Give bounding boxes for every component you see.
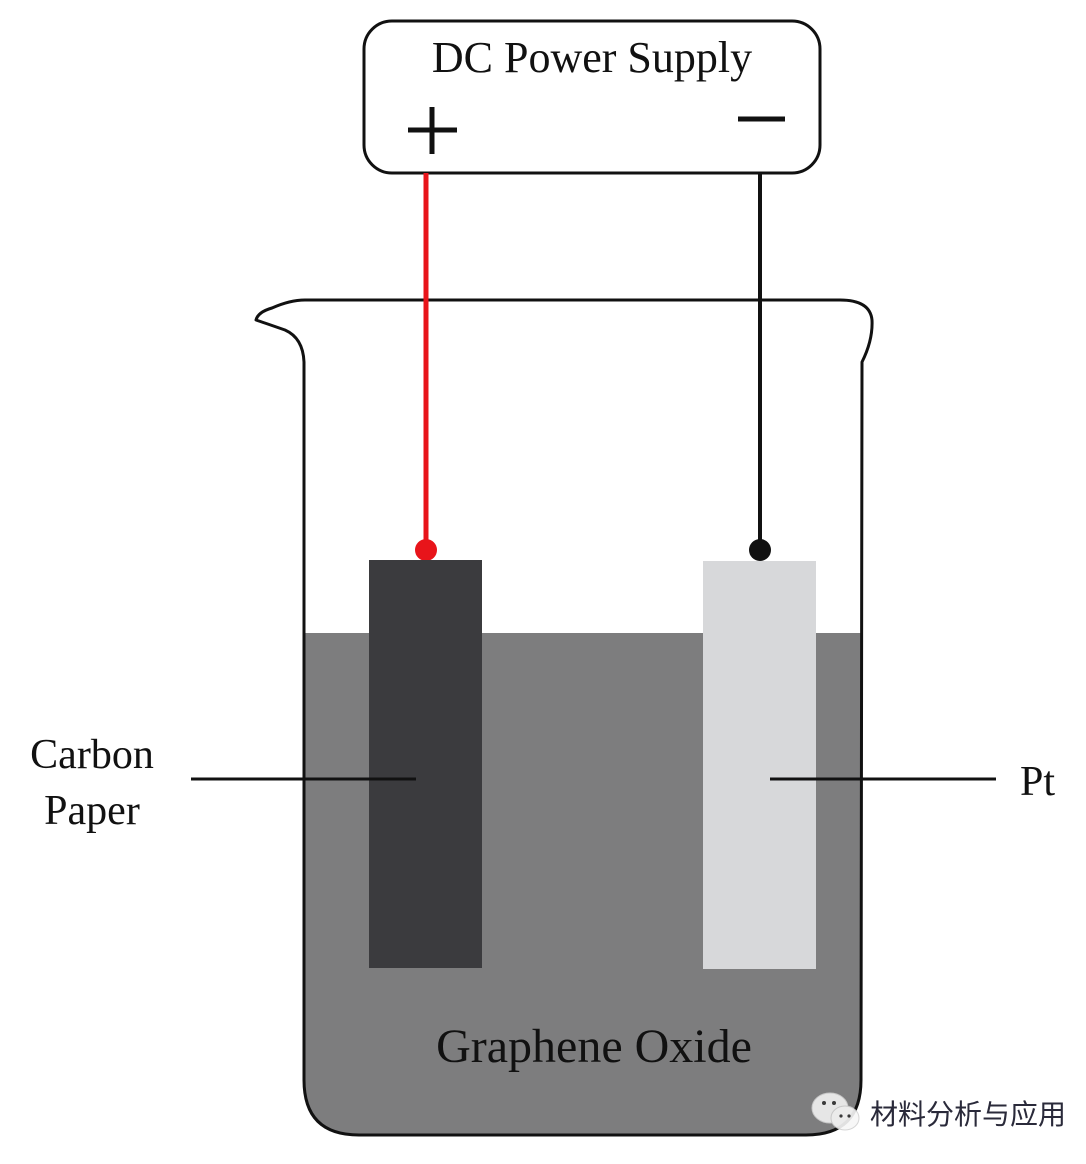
negative-wire-contact bbox=[749, 539, 771, 561]
watermark-text: 材料分析与应用 bbox=[870, 1098, 1066, 1131]
carbon-paper-label-line2: Paper bbox=[44, 788, 140, 834]
positive-wire-contact bbox=[415, 539, 437, 561]
carbon-paper-label-line1: Carbon bbox=[30, 732, 154, 778]
pt-label: Pt bbox=[1020, 759, 1055, 805]
positive-terminal-icon bbox=[408, 107, 457, 154]
wechat-icon bbox=[811, 1092, 860, 1131]
carbon-paper-electrode bbox=[369, 560, 482, 968]
beaker bbox=[254, 298, 874, 1137]
graphene-oxide-label: Graphene Oxide bbox=[436, 1020, 752, 1073]
power-supply-title: DC Power Supply bbox=[432, 33, 752, 82]
power-supply-box bbox=[362, 19, 822, 175]
platinum-electrode bbox=[703, 561, 816, 969]
